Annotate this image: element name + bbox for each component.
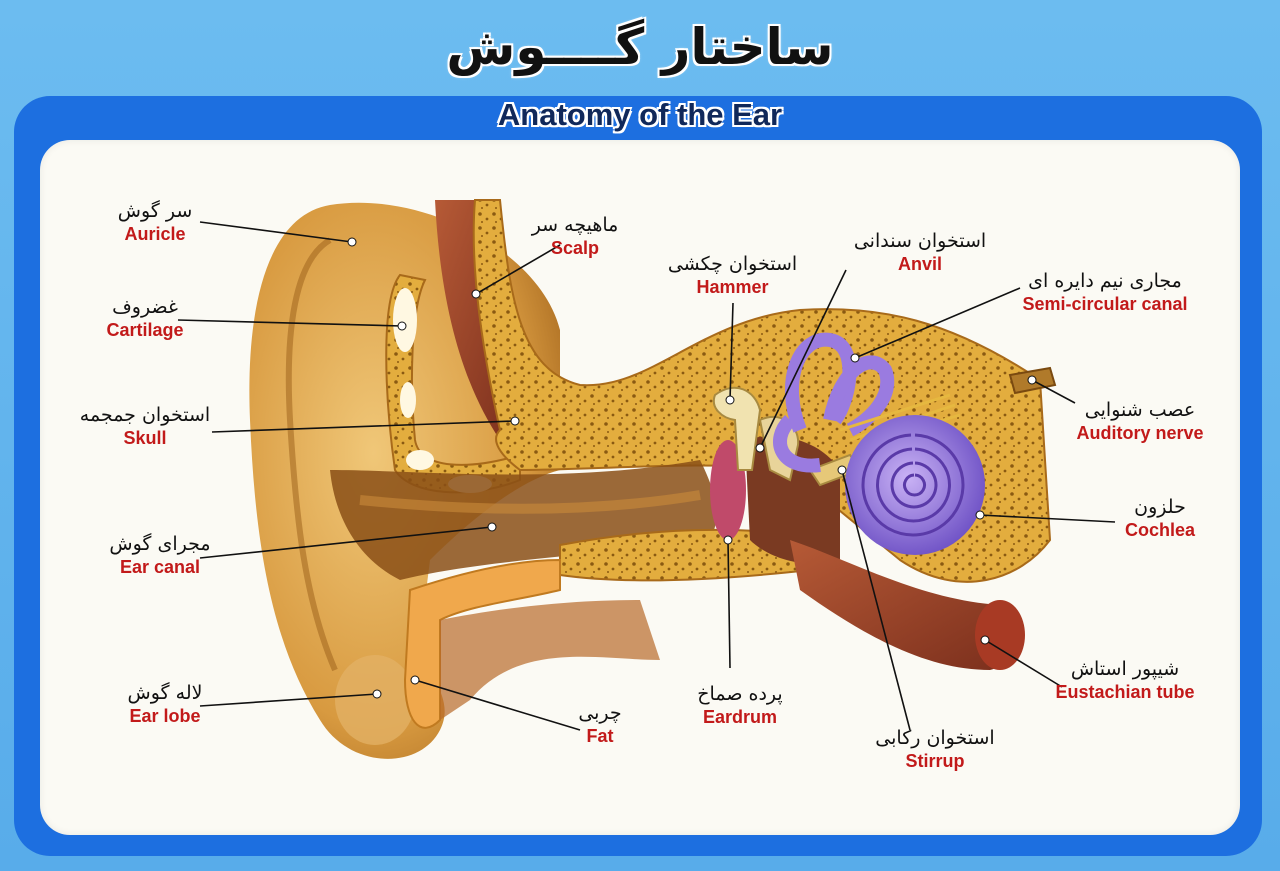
label-semicircular: مجاری نیم دایره ای Semi-circular canal [995, 270, 1215, 315]
label-cartilage-fa: غضروف [112, 296, 178, 318]
label-eustachian-en: Eustachian tube [1055, 682, 1195, 702]
label-ear-lobe-fa: لاله گوش [127, 682, 203, 704]
label-cochlea-en: Cochlea [1124, 520, 1196, 540]
hammer-shape [712, 386, 762, 471]
leader-dots [347, 237, 1037, 699]
title-english: Anatomy of the Ear [497, 97, 783, 132]
label-eustachian-fa: شیپور استاش [1070, 658, 1180, 680]
label-hammer: استخوان چکشی Hammer [650, 253, 815, 298]
label-hammer-fa: استخوان چکشی [667, 253, 798, 275]
label-skull-en: Skull [123, 428, 167, 448]
label-scalp: ماهیچه سر Scalp [515, 214, 635, 259]
semicircular-shape [773, 332, 895, 473]
label-stirrup-fa: استخوان رکابی [875, 727, 995, 749]
label-auditory: عصب شنوایی Auditory nerve [1055, 399, 1225, 444]
label-anvil: استخوان سندانی Anvil [830, 230, 1010, 275]
label-eardrum-fa: پرده صماخ [697, 683, 783, 705]
title-persian: ساختار گــــوش [446, 18, 834, 76]
label-ear-canal: مجرای گوش Ear canal [90, 533, 230, 578]
label-hammer-en: Hammer [696, 277, 769, 297]
label-fat-en: Fat [586, 726, 614, 746]
label-eardrum-en: Eardrum [702, 707, 778, 727]
label-fat: چربی Fat [555, 702, 645, 747]
eustachian-shape [790, 540, 1022, 670]
label-skull-fa: استخوان جمجمه [79, 404, 211, 426]
label-auricle: سر گوش Auricle [95, 200, 215, 245]
label-scalp-en: Scalp [550, 238, 600, 258]
label-ear-lobe: لاله گوش Ear lobe [100, 682, 230, 727]
label-eustachian: شیپور استاش Eustachian tube [1035, 658, 1215, 703]
label-cochlea: حلزون Cochlea [1105, 496, 1215, 541]
label-ear-lobe-en: Ear lobe [129, 706, 201, 726]
label-eardrum: پرده صماخ Eardrum [675, 683, 805, 728]
label-cartilage-en: Cartilage [106, 320, 184, 340]
label-semicircular-en: Semi-circular canal [1022, 294, 1188, 314]
label-auricle-fa: سر گوش [117, 200, 193, 222]
fat-shape [403, 558, 561, 729]
label-scalp-fa: ماهیچه سر [531, 214, 619, 236]
label-fat-fa: چربی [578, 702, 622, 724]
leader-lines [177, 221, 1116, 731]
label-anvil-fa: استخوان سندانی [853, 230, 987, 252]
label-anvil-en: Anvil [897, 254, 942, 274]
label-ear-canal-en: Ear canal [119, 557, 201, 577]
label-stirrup: استخوان رکابی Stirrup [860, 727, 1010, 772]
label-cochlea-fa: حلزون [1134, 496, 1186, 518]
label-skull: استخوان جمجمه Skull [60, 404, 230, 449]
label-auricle-en: Auricle [124, 224, 186, 244]
label-semicircular-fa: مجاری نیم دایره ای [1028, 270, 1182, 292]
cochlea-shape [845, 415, 985, 555]
label-cartilage: غضروف Cartilage [80, 296, 210, 341]
label-auditory-fa: عصب شنوایی [1084, 399, 1196, 421]
label-stirrup-en: Stirrup [905, 751, 965, 771]
label-ear-canal-fa: مجرای گوش [109, 533, 211, 555]
label-auditory-en: Auditory nerve [1076, 423, 1204, 443]
